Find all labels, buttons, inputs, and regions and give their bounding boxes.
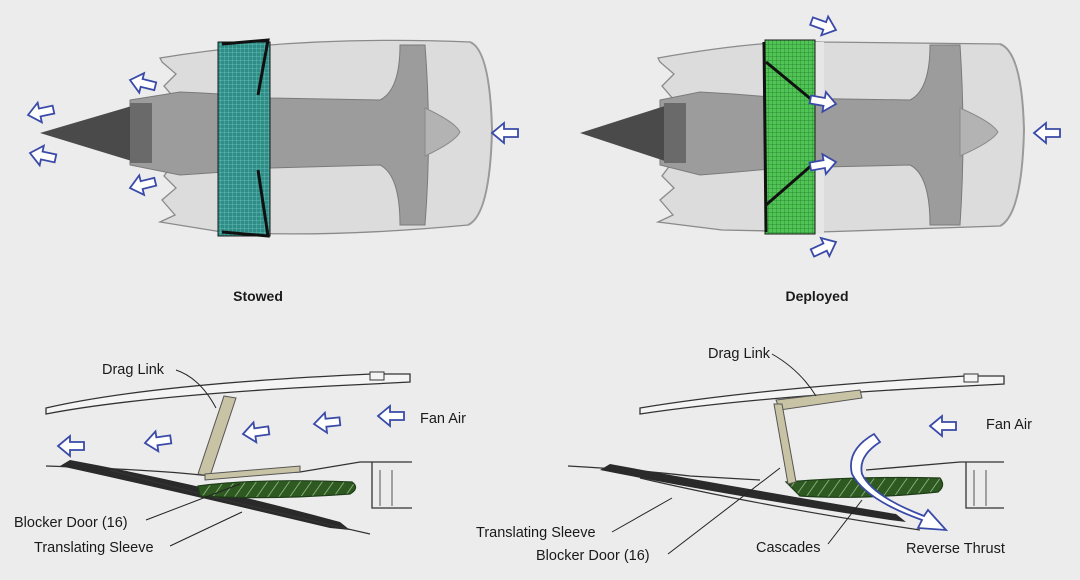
- deployed-fan-air-label: Fan Air: [986, 417, 1032, 433]
- stowed-fan-air-label: Fan Air: [420, 411, 466, 427]
- deployed-drag-link-label: Drag Link: [708, 346, 771, 362]
- deployed-intake-arrow-icon: [1033, 122, 1061, 144]
- deployed-detail-section: [567, 353, 1005, 555]
- stowed-blocker-door-label: Blocker Door (16): [14, 515, 128, 531]
- reverse-thrust-arrow-icon: [850, 432, 949, 532]
- stowed-detail-flow-arrow-icon: [142, 428, 174, 454]
- stowed-blocker-door: [197, 480, 357, 499]
- deployed-blocker-door-label: Blocker Door (16): [536, 548, 650, 564]
- stowed-flow-arrow-icon: [126, 171, 159, 199]
- stowed-drag-link-label: Drag Link: [102, 362, 165, 378]
- deployed-exhaust-cone: [580, 105, 668, 162]
- cascades-label: Cascades: [756, 540, 820, 556]
- stowed-drag-link: [197, 395, 237, 477]
- stowed-detail-flow-arrow-icon: [312, 410, 342, 435]
- fan-air-arrow-icon: [929, 415, 957, 437]
- stowed-detail-flow-arrow-icon: [240, 419, 272, 445]
- deployed-engine: [580, 10, 1061, 263]
- deployed-caption: Deployed: [785, 288, 848, 304]
- stowed-intake-arrow-icon: [491, 122, 519, 144]
- deployed-translating-sleeve-label: Translating Sleeve: [476, 525, 596, 541]
- deployed-reverse-arrow-icon: [807, 10, 841, 41]
- stowed-flow-arrow-icon: [126, 69, 159, 97]
- reverse-thrust-label: Reverse Thrust: [906, 541, 1005, 557]
- stowed-detail-flow-arrow-icon: [57, 435, 85, 457]
- deployed-reverse-arrow-icon: [807, 232, 842, 263]
- stowed-engine: [25, 38, 519, 238]
- stowed-exhaust-arrow-icon: [25, 98, 57, 126]
- stowed-caption: Stowed: [233, 288, 283, 304]
- stowed-translating-sleeve-label: Translating Sleeve: [34, 540, 154, 556]
- deployed-translating-sleeve: [600, 464, 906, 522]
- stowed-exhaust-arrow-icon: [27, 142, 59, 170]
- fan-air-arrow-icon: [377, 405, 405, 427]
- stowed-detail-section: [45, 369, 412, 547]
- stowed-exhaust-cone: [40, 105, 135, 162]
- deployed-cascade: [764, 39, 816, 235]
